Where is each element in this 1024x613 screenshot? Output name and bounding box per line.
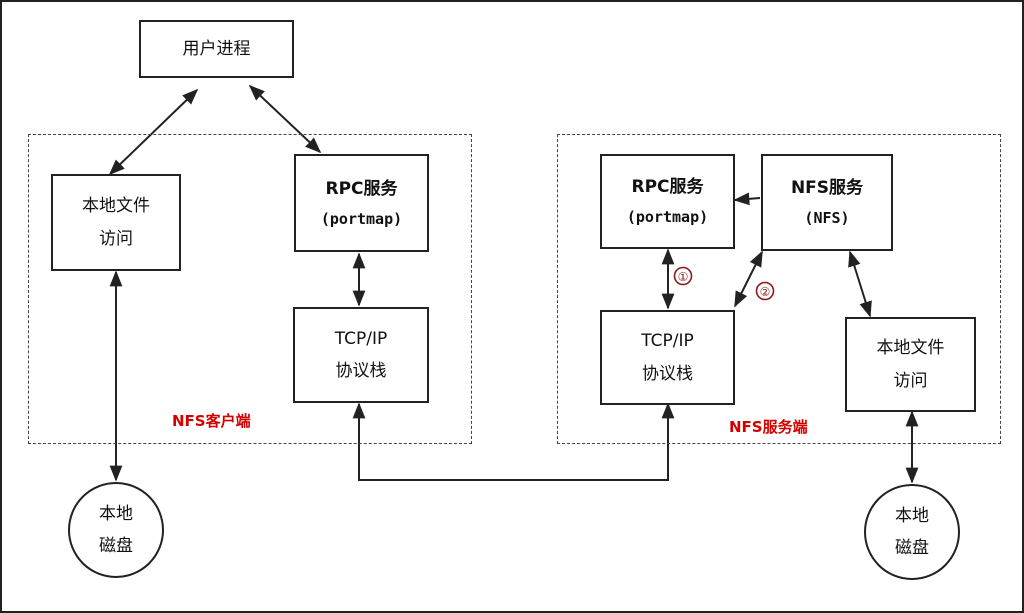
client-tcpip-line-2: 协议栈 [335, 361, 387, 381]
server-tcpip-line-2: 协议栈 [642, 363, 693, 384]
server-rpc-subtitle: (portmap) [626, 208, 709, 227]
connector-user-to-client-file-access [108, 88, 199, 176]
marker-step-1: ① [673, 266, 693, 286]
server-rpc-title: RPC服务 [631, 177, 704, 198]
connector-nfs-to-tcpip [734, 250, 763, 308]
server-disk-line-2: 磁盘 [895, 538, 929, 558]
client-file-access-line-2: 访问 [99, 228, 133, 249]
client-file-access-line-1: 本地文件 [82, 196, 150, 217]
server-rpc-service-node: RPC服务 (portmap) [600, 154, 735, 249]
user-process-node: 用户进程 [139, 20, 294, 78]
user-process-label: 用户进程 [182, 38, 251, 59]
server-tcpip-line-1: TCP/IP [641, 331, 694, 352]
client-rpc-subtitle: (portmap) [320, 209, 403, 228]
nfs-client-group [28, 134, 472, 444]
svg-text:②: ② [760, 285, 771, 299]
server-local-file-access-node: 本地文件 访问 [845, 317, 976, 412]
server-file-access-line-1: 本地文件 [876, 338, 945, 359]
nfs-client-label: NFS客户端 [172, 412, 251, 430]
connector-user-to-client-rpc [248, 84, 322, 154]
server-nfs-title: NFS服务 [790, 178, 864, 199]
server-nfs-service-node: NFS服务 (NFS) [761, 154, 893, 251]
client-disk-line-2: 磁盘 [99, 536, 133, 556]
client-tcpip-stack-node: TCP/IP 协议栈 [293, 307, 429, 403]
client-rpc-service-node: RPC服务 (portmap) [294, 154, 429, 252]
client-local-file-access-node: 本地文件 访问 [51, 174, 181, 271]
svg-text:①: ① [678, 270, 689, 284]
connector-nfs-to-server-file-access [848, 250, 872, 318]
client-tcpip-line-1: TCP/IP [334, 328, 388, 349]
server-nfs-subtitle: (NFS) [804, 209, 850, 228]
client-rpc-title: RPC服务 [325, 178, 398, 199]
server-tcpip-stack-node: TCP/IP 协议栈 [600, 310, 735, 405]
client-disk-line-1: 本地 [99, 503, 133, 524]
connector-nfs-to-server-rpc [733, 192, 761, 206]
marker-step-2: ② [755, 281, 775, 301]
server-local-disk-node: 本地 磁盘 [864, 484, 960, 580]
nfs-server-group [557, 134, 1001, 444]
connector-network-client-to-server [352, 402, 675, 481]
server-file-access-line-2: 访问 [893, 370, 928, 391]
nfs-server-label: NFS服务端 [729, 418, 808, 436]
client-local-disk-node: 本地 磁盘 [68, 482, 164, 578]
server-disk-line-1: 本地 [895, 505, 929, 526]
